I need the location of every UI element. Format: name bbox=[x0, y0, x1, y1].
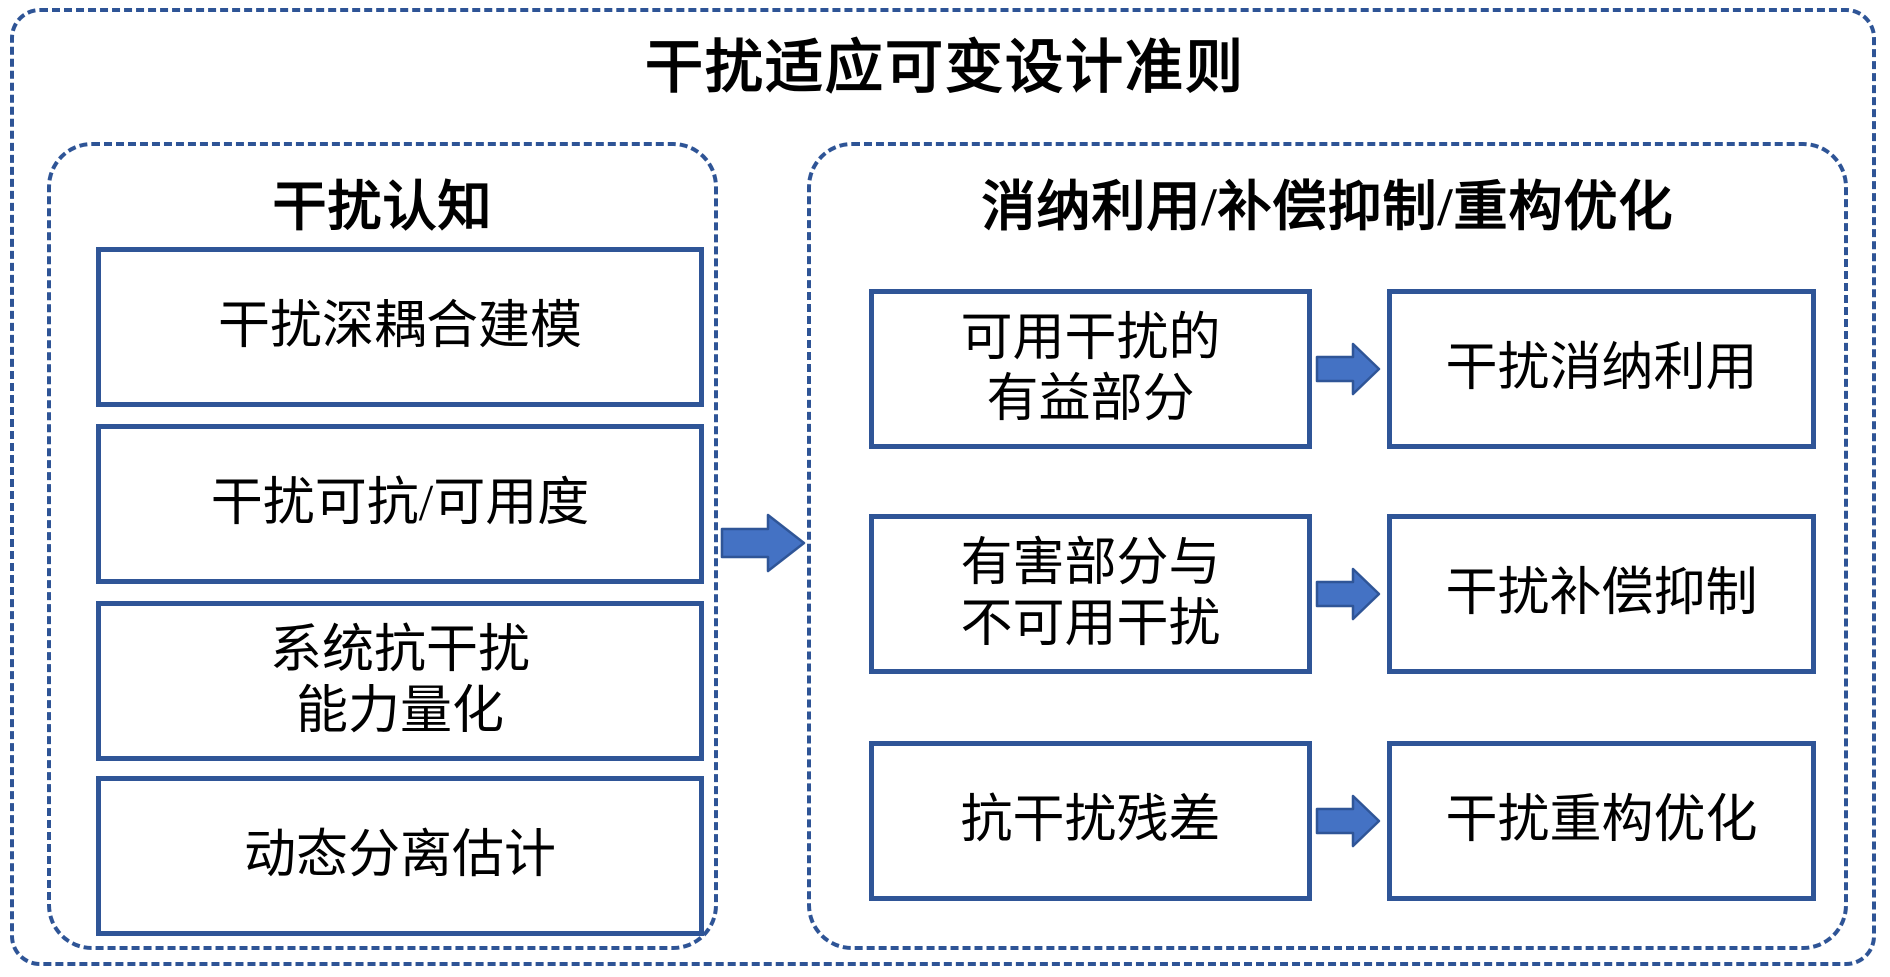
box-label: 抗干扰残差 bbox=[960, 792, 1221, 850]
main-flow-arrow-icon bbox=[720, 513, 806, 573]
box-label-line1: 系统抗干扰 bbox=[269, 621, 530, 679]
right-panel-title: 消纳利用/补偿抑制/重构优化 bbox=[981, 177, 1674, 237]
box-label-line1: 可用干扰的 bbox=[960, 309, 1221, 367]
source-box-harmful-part: 有害部分与 不可用干扰 bbox=[869, 514, 1312, 674]
box-label: 干扰重构优化 bbox=[1445, 792, 1758, 850]
row-arrow-icon bbox=[1315, 567, 1381, 621]
box-label: 干扰消纳利用 bbox=[1445, 340, 1758, 398]
source-box-useful-part: 可用干扰的 有益部分 bbox=[869, 289, 1312, 449]
left-box-resistibility-usability: 干扰可抗/可用度 bbox=[96, 424, 704, 584]
box-label-line2: 不可用干扰 bbox=[960, 596, 1221, 653]
left-box-dynamic-separation-estimation: 动态分离估计 bbox=[96, 776, 704, 936]
outer-dashed-frame bbox=[10, 8, 1876, 966]
row-arrow-shape bbox=[1315, 794, 1381, 848]
box-label: 干扰深耦合建模 bbox=[217, 298, 582, 356]
target-box-reconstruct-optimize: 干扰重构优化 bbox=[1387, 741, 1816, 901]
left-box-anti-interference-capability: 系统抗干扰 能力量化 bbox=[96, 601, 704, 761]
right-panel: 消纳利用/补偿抑制/重构优化 可用干扰的 有益部分 干扰消纳利用 有害部分与 不… bbox=[807, 142, 1848, 950]
box-label: 动态分离估计 bbox=[243, 827, 556, 885]
target-box-absorb-utilize: 干扰消纳利用 bbox=[1387, 289, 1816, 449]
row-arrow-shape bbox=[1315, 567, 1381, 621]
box-label-line2: 有益部分 bbox=[986, 371, 1195, 428]
main-flow-arrow-shape bbox=[720, 513, 806, 573]
row-arrow-shape bbox=[1315, 342, 1381, 396]
target-box-compensate-suppress: 干扰补偿抑制 bbox=[1387, 514, 1816, 674]
left-panel: 干扰认知 干扰深耦合建模 干扰可抗/可用度 系统抗干扰 能力量化 动态分离估计 bbox=[47, 142, 718, 950]
row-arrow-icon bbox=[1315, 794, 1381, 848]
source-box-residual: 抗干扰残差 bbox=[869, 741, 1312, 901]
box-label-line2: 能力量化 bbox=[295, 683, 504, 740]
box-label: 干扰补偿抑制 bbox=[1445, 565, 1758, 623]
left-panel-title: 干扰认知 bbox=[272, 177, 493, 237]
left-box-deep-coupling-modeling: 干扰深耦合建模 bbox=[96, 247, 704, 407]
box-label: 干扰可抗/可用度 bbox=[210, 475, 590, 533]
diagram-title: 干扰适应可变设计准则 bbox=[644, 35, 1245, 100]
box-label-line1: 有害部分与 bbox=[960, 534, 1221, 592]
row-arrow-icon bbox=[1315, 342, 1381, 396]
